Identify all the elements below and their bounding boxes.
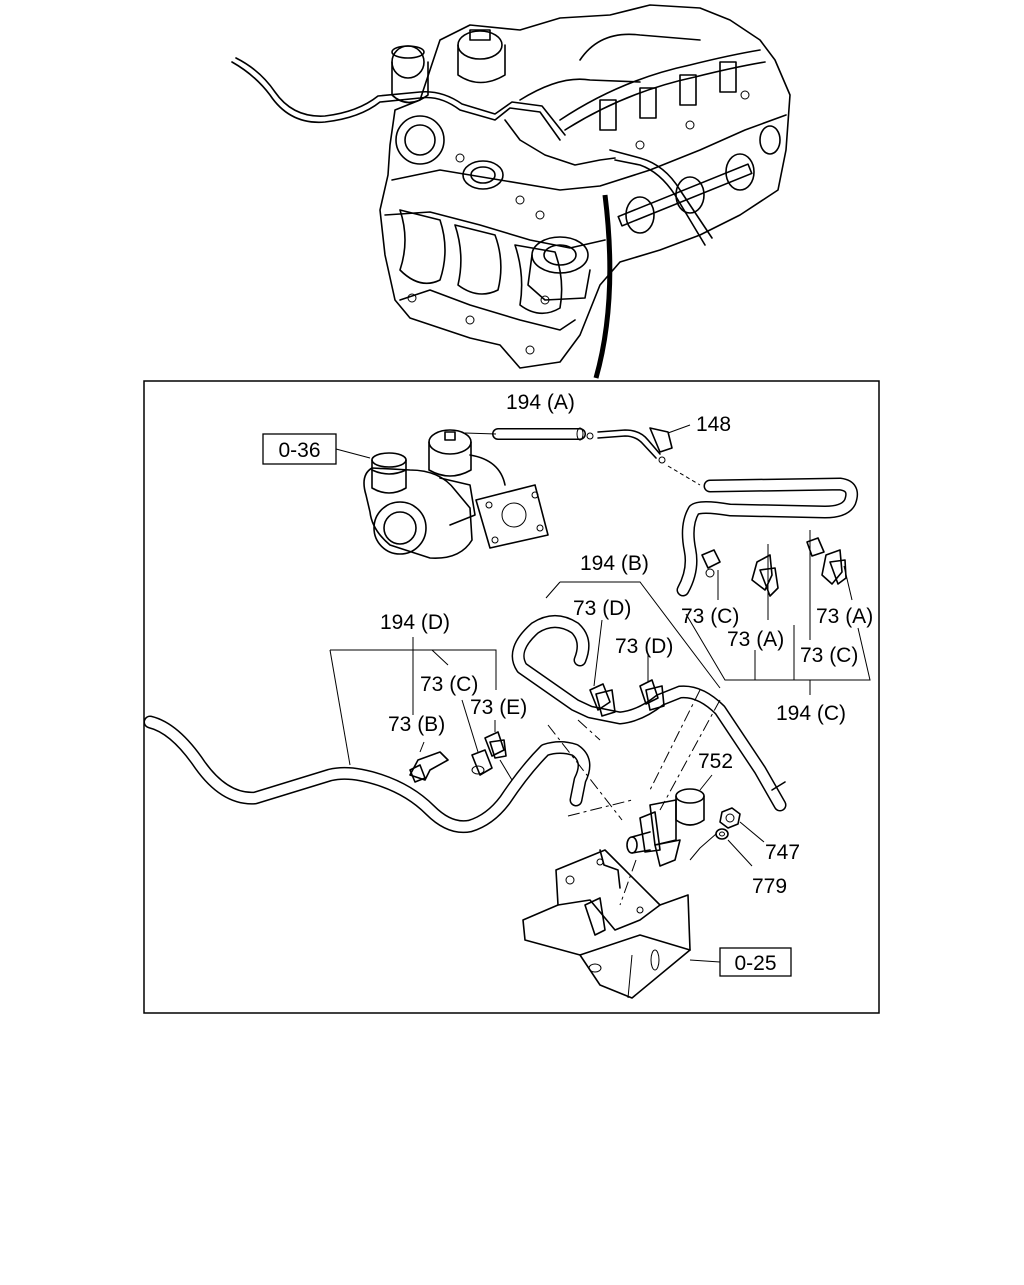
label-73a-1: 73 (A): [727, 628, 784, 651]
label-73c-1: 73 (C): [681, 605, 739, 628]
label-73a-2: 73 (A): [816, 605, 873, 628]
label-73d-1: 73 (D): [573, 597, 631, 620]
hose-194d: [143, 715, 591, 834]
label-148: 148: [696, 413, 731, 436]
engine-vacuum-hoses: [231, 57, 713, 246]
label-752: 752: [698, 750, 733, 773]
solenoid-valve-752: [626, 788, 705, 867]
clip-group-top-right: [701, 537, 847, 597]
label-194c: 194 (C): [776, 702, 846, 725]
label-779: 779: [752, 875, 787, 898]
label-73e: 73 (E): [470, 696, 527, 719]
label-73c-2: 73 (C): [800, 644, 858, 667]
pipe-148: [586, 427, 673, 464]
label-194a: 194 (A): [506, 391, 575, 414]
turbocharger: [363, 429, 549, 559]
hose-194a: [464, 427, 586, 441]
hose-194b: [511, 615, 787, 812]
label-747: 747: [765, 841, 800, 864]
engine-block-illustration: [379, 4, 791, 369]
label-73c-3: 73 (C): [420, 673, 478, 696]
washer-779: [715, 828, 729, 840]
nut-747: [719, 807, 741, 829]
label-194b: 194 (B): [580, 552, 649, 575]
ref-0-36-text: 0-36: [278, 439, 320, 462]
clip-group-left: [409, 731, 507, 783]
label-73d-2: 73 (D): [615, 635, 673, 658]
label-73b: 73 (B): [388, 713, 445, 736]
ref-0-25-text: 0-25: [734, 952, 776, 975]
ref-box-0-25[interactable]: 0-25: [719, 947, 792, 977]
bracket-0-25: [522, 849, 691, 999]
hose-194c: [676, 477, 859, 597]
ref-box-0-36[interactable]: 0-36: [262, 433, 337, 465]
detail-callout-line: [593, 194, 613, 379]
label-194d: 194 (D): [380, 611, 450, 634]
detail-frame: [143, 380, 880, 1014]
